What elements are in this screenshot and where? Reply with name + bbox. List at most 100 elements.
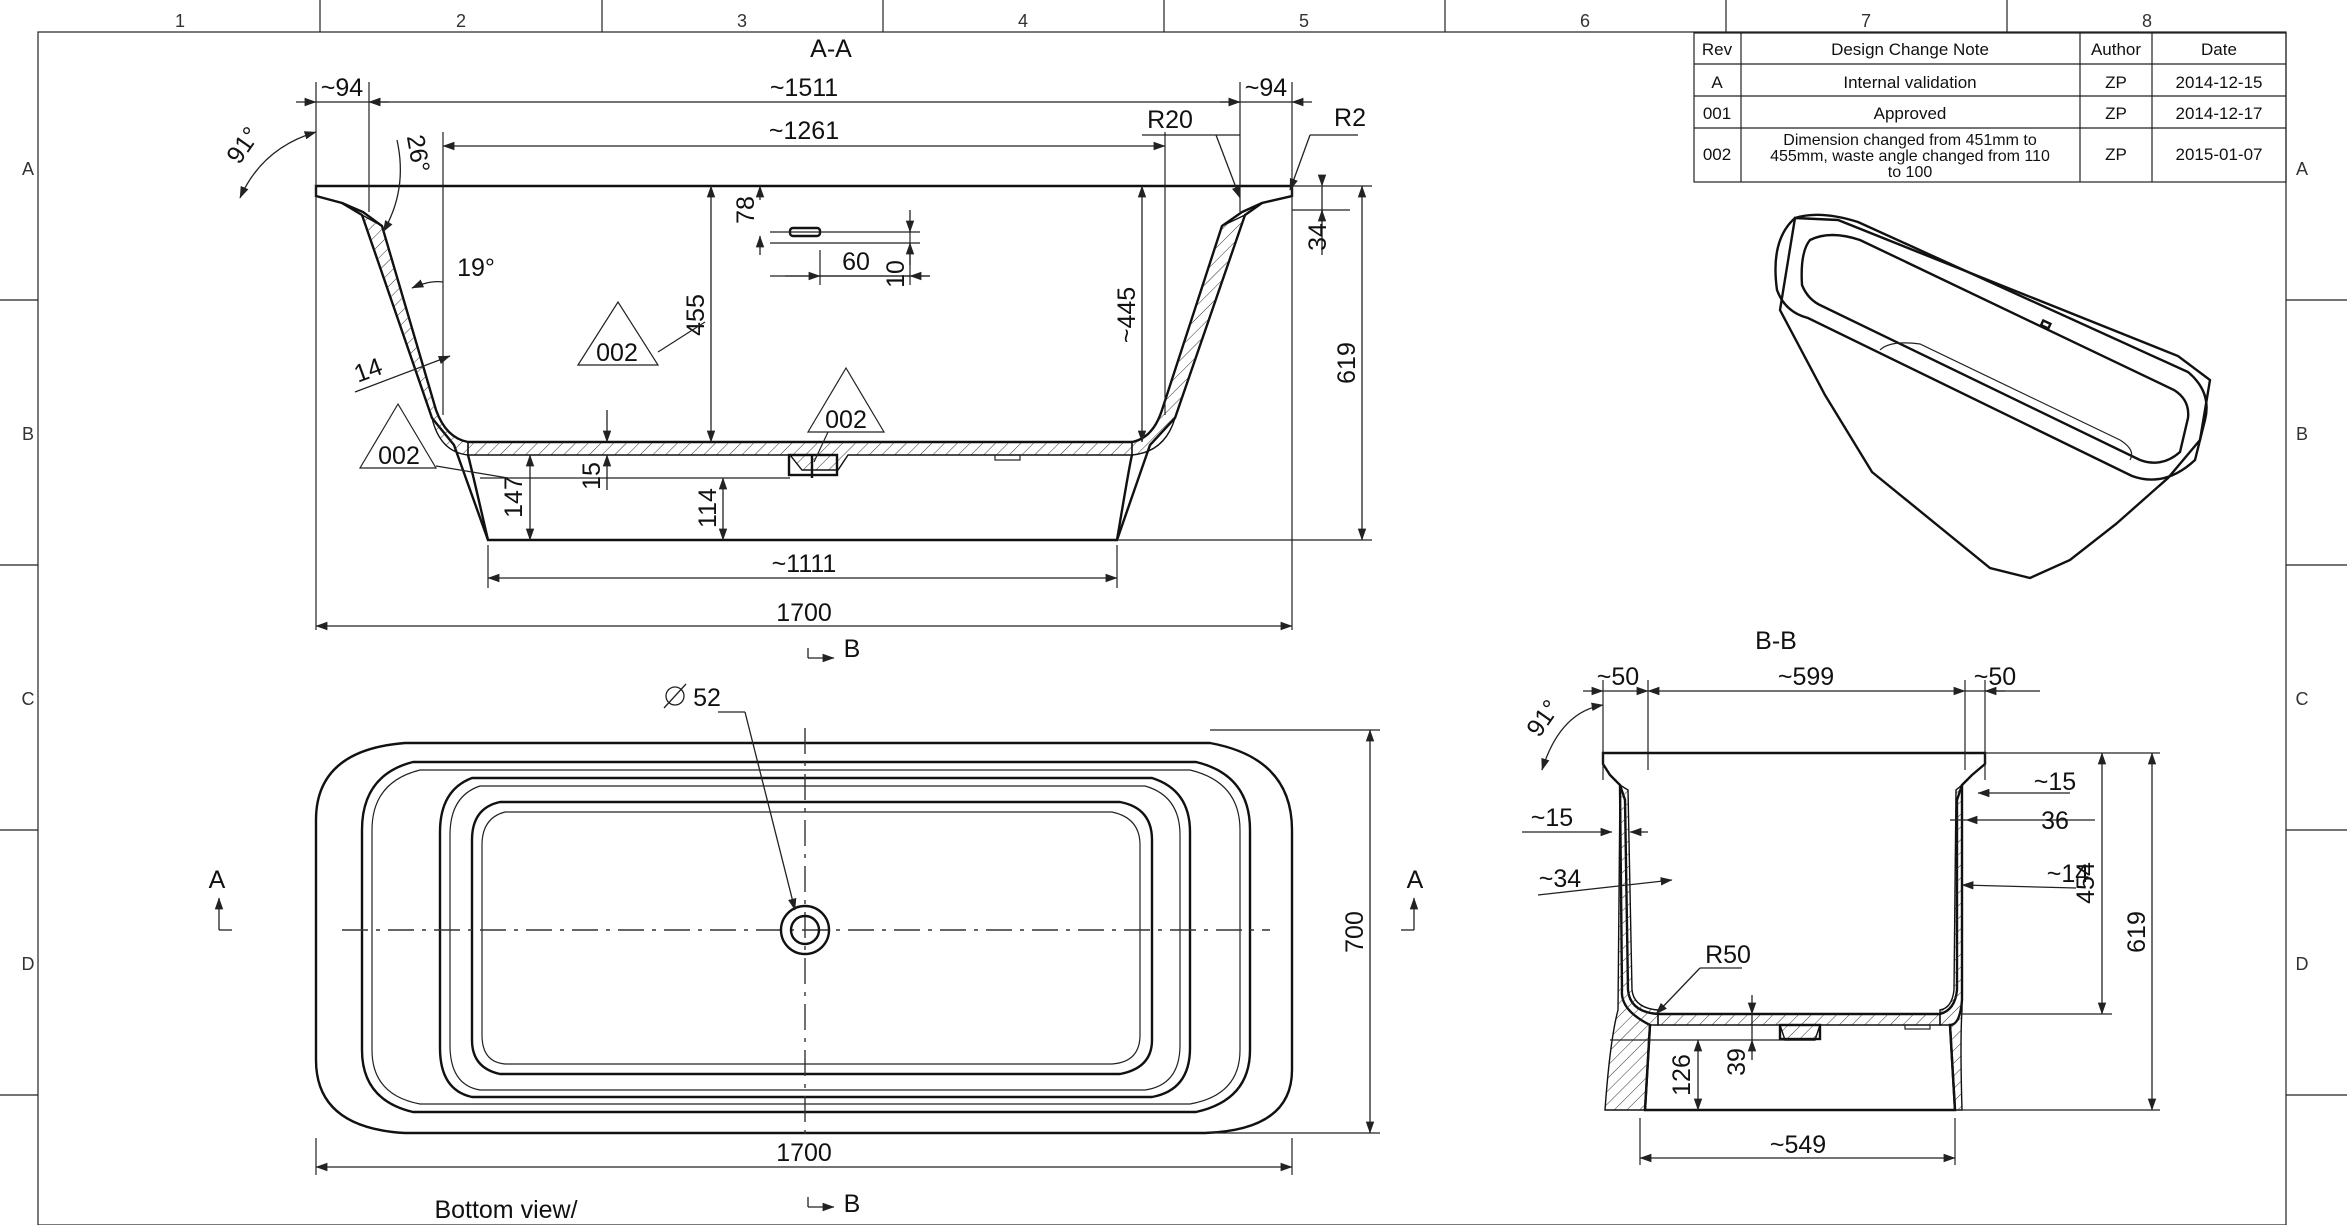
skirt-inner-right	[1115, 454, 1134, 541]
iso-rim-inner	[1800, 233, 2190, 464]
dim-bottom-length: 1700	[776, 1139, 832, 1167]
dim-aa-d147: 147	[500, 476, 528, 518]
note-header: Design Change Note	[1831, 40, 1989, 59]
rev-tag-drain: 002	[825, 406, 867, 434]
section-aa-title: A-A	[810, 35, 852, 63]
section-a-label-left: A	[209, 866, 226, 894]
iso-outer-shell	[1778, 216, 2212, 580]
dim-aa-rim-right: ~94	[1245, 74, 1288, 102]
author-header: Author	[2091, 40, 2141, 59]
dim-bb-r50: R50	[1705, 941, 1751, 969]
dim-bottom-drain: 52	[663, 683, 721, 712]
note-cell-2: Approved	[1874, 104, 1947, 123]
dim-aa-d10: 10	[882, 260, 910, 288]
dim-bb-d34: ~34	[1539, 865, 1582, 893]
zone-col-6: 6	[1580, 11, 1590, 31]
rev-cell-1: A	[1711, 73, 1723, 92]
bottom-floor-outer	[470, 800, 1154, 1076]
rev-header: Rev	[1702, 40, 1733, 59]
zone-col-5: 5	[1299, 11, 1309, 31]
bb-floor-hatch	[1657, 1013, 1941, 1041]
dim-bb-base-width: ~549	[1770, 1131, 1826, 1159]
bb-inner-profile	[1618, 784, 1964, 1016]
author-cell-3: ZP	[2105, 145, 2127, 164]
zone-col-4: 4	[1018, 11, 1028, 31]
iso-inner-floor	[1879, 342, 2133, 461]
dim-aa-r2: R2	[1334, 104, 1366, 132]
note-cell-3-line-3: to 100	[1888, 164, 1933, 181]
dim-aa-wall-14: 14	[350, 353, 386, 389]
dim-bb-height-619: 619	[2123, 911, 2151, 953]
bb-wall-hatch-left	[1604, 783, 1659, 1111]
dim-aa-r20: R20	[1147, 106, 1193, 134]
dim-aa-base-width: ~1111	[772, 550, 837, 578]
dim-aa-angle-26: 26°	[401, 133, 435, 175]
date-cell-3: 2015-01-07	[2176, 145, 2263, 164]
bottom-floor-inner	[481, 811, 1141, 1065]
zone-row-d-right: D	[2296, 954, 2309, 974]
section-a-marker-right: A	[1401, 866, 1424, 931]
dim-aa-top-width: ~1511	[770, 74, 838, 102]
dim-aa-inner-width: ~1261	[769, 117, 839, 145]
dim-bb-d126: 126	[1668, 1054, 1696, 1096]
revision-tags: 002 002 002	[358, 300, 886, 479]
note-cell-3-line-2: 455mm, waste angle changed from 110	[1770, 148, 2050, 165]
zone-row-c-left: C	[22, 689, 35, 709]
dim-bb-rim-right: ~50	[1974, 663, 2016, 691]
date-cell-2: 2014-12-17	[2176, 104, 2263, 123]
drain-inner-circle	[789, 914, 821, 946]
section-b-label-top: B	[844, 635, 861, 663]
rev-tag-wall: 002	[378, 442, 420, 470]
drain-outer-circle	[779, 904, 831, 956]
section-a-label-right: A	[1407, 866, 1424, 894]
section-b-label-bottom: B	[844, 1190, 861, 1218]
section-aa-dimensions: ~94 ~1511 ~94 ~1261 R20 R2 91° 26° 19° 1…	[221, 74, 1367, 631]
bottom-rim-line-2	[371, 769, 1241, 1105]
section-a-marker-left: A	[209, 866, 232, 931]
zone-row-a-left: A	[22, 159, 34, 179]
bottom-basin-outer	[438, 776, 1192, 1099]
dim-aa-d34: 34	[1304, 223, 1332, 251]
skirt-inner-left	[466, 454, 490, 541]
isometric-view	[1774, 213, 2212, 580]
rev-tag-depth: 002	[596, 339, 638, 367]
section-bb-view: B-B 91° ~50 ~5	[1521, 627, 2160, 1165]
dim-bb-d14: ~14	[2047, 860, 2090, 888]
zone-col-8: 8	[2142, 11, 2152, 31]
dim-aa-d15: 15	[578, 462, 606, 490]
dim-aa-d60: 60	[842, 248, 870, 276]
bb-outer-profile	[1601, 751, 1987, 1112]
dim-aa-angle-19: 19°	[457, 254, 495, 282]
zone-row-c-right: C	[2296, 689, 2309, 709]
bottom-view: 52 1700 700 A A B Bottom view/	[209, 683, 1424, 1224]
dim-aa-depth-445: ~445	[1113, 287, 1141, 343]
dim-bb-depth-454: 454	[2072, 862, 2100, 904]
floor-detail	[994, 454, 1021, 461]
dim-aa-rim-left: ~94	[321, 74, 364, 102]
author-cell-1: ZP	[2105, 73, 2127, 92]
revision-table: Rev Design Change Note Author Date A Int…	[1693, 32, 2287, 183]
rev-cell-3: 002	[1703, 145, 1731, 164]
section-b-marker-bottom: B	[807, 1190, 861, 1218]
dim-aa-depth-455: 455	[682, 294, 710, 336]
dim-bb-top-width: ~599	[1778, 663, 1834, 691]
iso-overflow	[2039, 318, 2053, 331]
date-header: Date	[2201, 40, 2237, 59]
dim-bb-d15-right: ~15	[2034, 768, 2076, 796]
dim-aa-overall-length: 1700	[776, 599, 832, 627]
bathtub-outer-profile	[314, 184, 1294, 542]
zone-col-2: 2	[456, 11, 466, 31]
dim-bottom-drain-dia: 52	[693, 684, 721, 712]
bb-drain	[1778, 1023, 1822, 1041]
dim-bb-d15-left: ~15	[1531, 804, 1573, 832]
rev-cell-2: 001	[1703, 104, 1731, 123]
zone-col-7: 7	[1861, 11, 1871, 31]
section-bb-title: B-B	[1755, 627, 1797, 655]
zone-row-b-right: B	[2296, 424, 2308, 444]
section-aa-extension-lines	[315, 82, 1372, 630]
iso-rim-outer	[1774, 213, 2208, 481]
wall-hatch-right	[1131, 213, 1247, 456]
